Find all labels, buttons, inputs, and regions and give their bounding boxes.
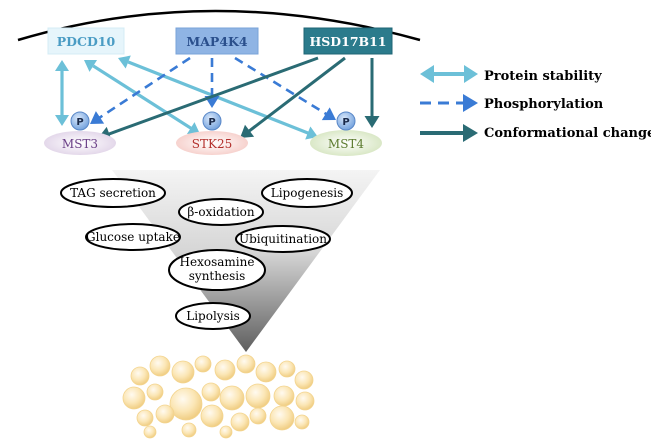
svg-text:synthesis: synthesis — [189, 269, 245, 283]
lipid-droplet — [236, 354, 256, 374]
double-arrow — [420, 65, 478, 83]
process-lipogenesis: Lipogenesis — [261, 178, 353, 208]
node-hsd17b11: HSD17B11 — [303, 27, 393, 55]
lipid-droplet — [181, 422, 197, 438]
kinase-mst3-label: MST3 — [62, 137, 98, 151]
lipid-droplet — [295, 391, 315, 411]
lipid-droplet — [219, 385, 245, 411]
lipid-droplet — [194, 355, 212, 373]
arrow-pdcd10-mst3 — [55, 60, 69, 126]
lipid-droplet — [149, 355, 171, 377]
double-arrow-icon — [420, 65, 478, 83]
arrow-hsd17b11-mst4 — [364, 58, 380, 128]
lipid-droplet — [273, 385, 295, 407]
solid-arrow-icon — [420, 124, 478, 142]
lipid-droplet — [278, 360, 296, 378]
arrow-hsd17b11-stk25 — [240, 56, 346, 138]
legend-item-phosphorylation: Phosphorylation — [420, 94, 604, 112]
phospho-badge-stk25: P — [202, 111, 222, 131]
svg-text:TAG secretion: TAG secretion — [70, 186, 156, 200]
kinase-mst4-label: MST4 — [328, 137, 365, 151]
lipid-droplet — [219, 425, 233, 439]
svg-text:P: P — [76, 117, 83, 128]
lipid-droplet — [200, 404, 224, 428]
svg-text:β-oxidation: β-oxidation — [187, 205, 255, 219]
lipid-droplet — [255, 361, 277, 383]
solid-arrow — [420, 124, 478, 142]
kinase-stk25: STK25 — [176, 131, 248, 155]
lipid-droplet — [294, 414, 310, 430]
lipid-droplet — [249, 407, 267, 425]
lipid-droplet — [130, 366, 150, 386]
process-beta-oxidation: β-oxidation — [178, 198, 264, 226]
node-pdcd10: PDCD10 — [47, 27, 125, 55]
lipid-droplet — [294, 370, 314, 390]
lipid-droplet — [245, 383, 271, 409]
arrow-map4k4-mst4 — [234, 56, 336, 121]
dashed-arrow — [420, 94, 478, 112]
node-map4k4-label: MAP4K4 — [186, 34, 247, 49]
lipid-droplet — [155, 404, 175, 424]
process-lipolysis: Lipolysis — [175, 302, 251, 330]
arrow-map4k4-stk25 — [204, 58, 220, 108]
lipid-droplet — [230, 412, 250, 432]
kinase-stk25-label: STK25 — [192, 137, 232, 151]
svg-text:Ubiquitination: Ubiquitination — [239, 232, 327, 246]
arrow-pdcd10-mst4 — [118, 55, 318, 140]
lipid-droplet — [146, 383, 164, 401]
legend-item-protein-stability: Protein stability — [420, 65, 602, 84]
kinase-mst4: MST4 — [310, 130, 382, 156]
svg-text:P: P — [208, 117, 215, 128]
svg-text:Lipolysis: Lipolysis — [186, 309, 239, 323]
phospho-badge-mst4: P — [336, 111, 356, 131]
dashed-arrow-icon — [420, 94, 478, 112]
legend: Protein stability Phosphorylation Confor… — [420, 65, 651, 142]
lipid-droplet — [143, 425, 157, 439]
svg-text:Hexosamine: Hexosamine — [180, 255, 255, 269]
interaction-arrows — [55, 55, 380, 141]
svg-text:Lipogenesis: Lipogenesis — [271, 186, 343, 200]
lipid-droplet — [136, 409, 154, 427]
svg-text:P: P — [342, 117, 349, 128]
lipid-droplets — [122, 354, 315, 439]
kinase-mst3: MST3 — [44, 131, 116, 155]
membrane-arc — [17, 9, 421, 42]
legend-label: Phosphorylation — [484, 97, 604, 112]
node-hsd17b11-label: HSD17B11 — [309, 34, 386, 49]
process-tag-secretion: TAG secretion — [60, 178, 166, 208]
lipid-droplet — [169, 387, 203, 421]
lipid-droplet — [269, 405, 295, 431]
legend-item-conformational-change: Conformational change — [420, 124, 651, 142]
svg-text:Glucose uptake: Glucose uptake — [86, 230, 180, 244]
process-glucose-uptake: Glucose uptake — [85, 223, 181, 251]
legend-label: Conformational change — [484, 126, 651, 141]
node-pdcd10-label: PDCD10 — [57, 34, 116, 49]
arrow-pdcd10-stk25 — [84, 60, 200, 134]
process-ubiquitination: Ubiquitination — [235, 225, 331, 253]
node-map4k4: MAP4K4 — [175, 27, 259, 55]
lipid-droplet — [171, 360, 195, 384]
legend-label: Protein stability — [484, 69, 602, 84]
lipid-droplet — [201, 382, 221, 402]
arrow-map4k4-mst3 — [90, 56, 191, 124]
lipid-droplet — [122, 386, 146, 410]
phospho-badge-mst3: P — [70, 111, 90, 131]
lipid-droplet — [214, 359, 236, 381]
process-hexosamine-synthesis: Hexosamine synthesis — [168, 249, 266, 291]
